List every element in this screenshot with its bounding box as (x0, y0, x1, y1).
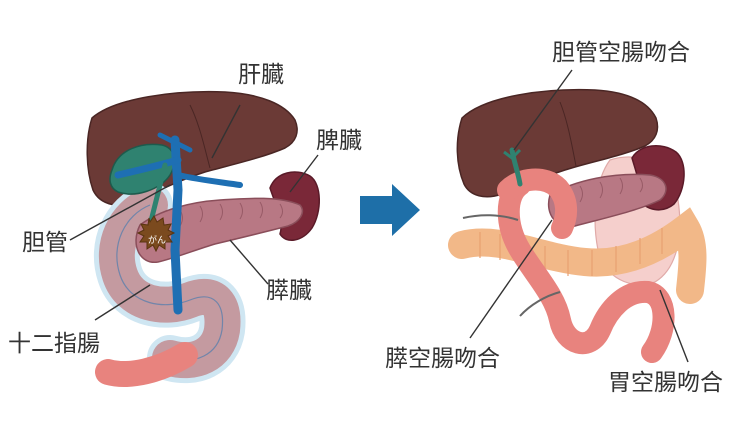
jejunum-right (497, 174, 675, 363)
arrow-icon (360, 184, 420, 236)
before-surgery-illustration (69, 90, 320, 387)
liver-right (456, 88, 659, 198)
tumor (136, 215, 176, 253)
duodenum-label: 十二指腸 (8, 331, 100, 357)
cancer-label: がん (148, 234, 166, 246)
pancreas-texture (179, 201, 283, 227)
leader-lines-left (69, 104, 319, 321)
blood-vessels (114, 132, 243, 315)
after-surgery-illustration (448, 69, 707, 363)
bile-duct-label: 胆管 (22, 230, 68, 256)
jejunum-left (95, 342, 198, 387)
pancreaticojejunostomy-label: 膵空腸吻合 (385, 346, 500, 372)
pancreas-label: 膵臓 (266, 278, 312, 304)
hepaticojejunostomy-label: 胆管空腸吻合 (552, 40, 690, 66)
liver-left-highlight (189, 104, 211, 169)
leader-lines-right (469, 69, 689, 363)
bile-duct-right (509, 147, 523, 187)
spleen-label: 脾臓 (316, 128, 362, 154)
anastomosis-marks (462, 214, 561, 317)
duodenum-border (116, 204, 224, 361)
liver-label: 肝臓 (238, 62, 284, 88)
gastrojejunostomy-label: 胃空腸吻合 (608, 370, 723, 396)
